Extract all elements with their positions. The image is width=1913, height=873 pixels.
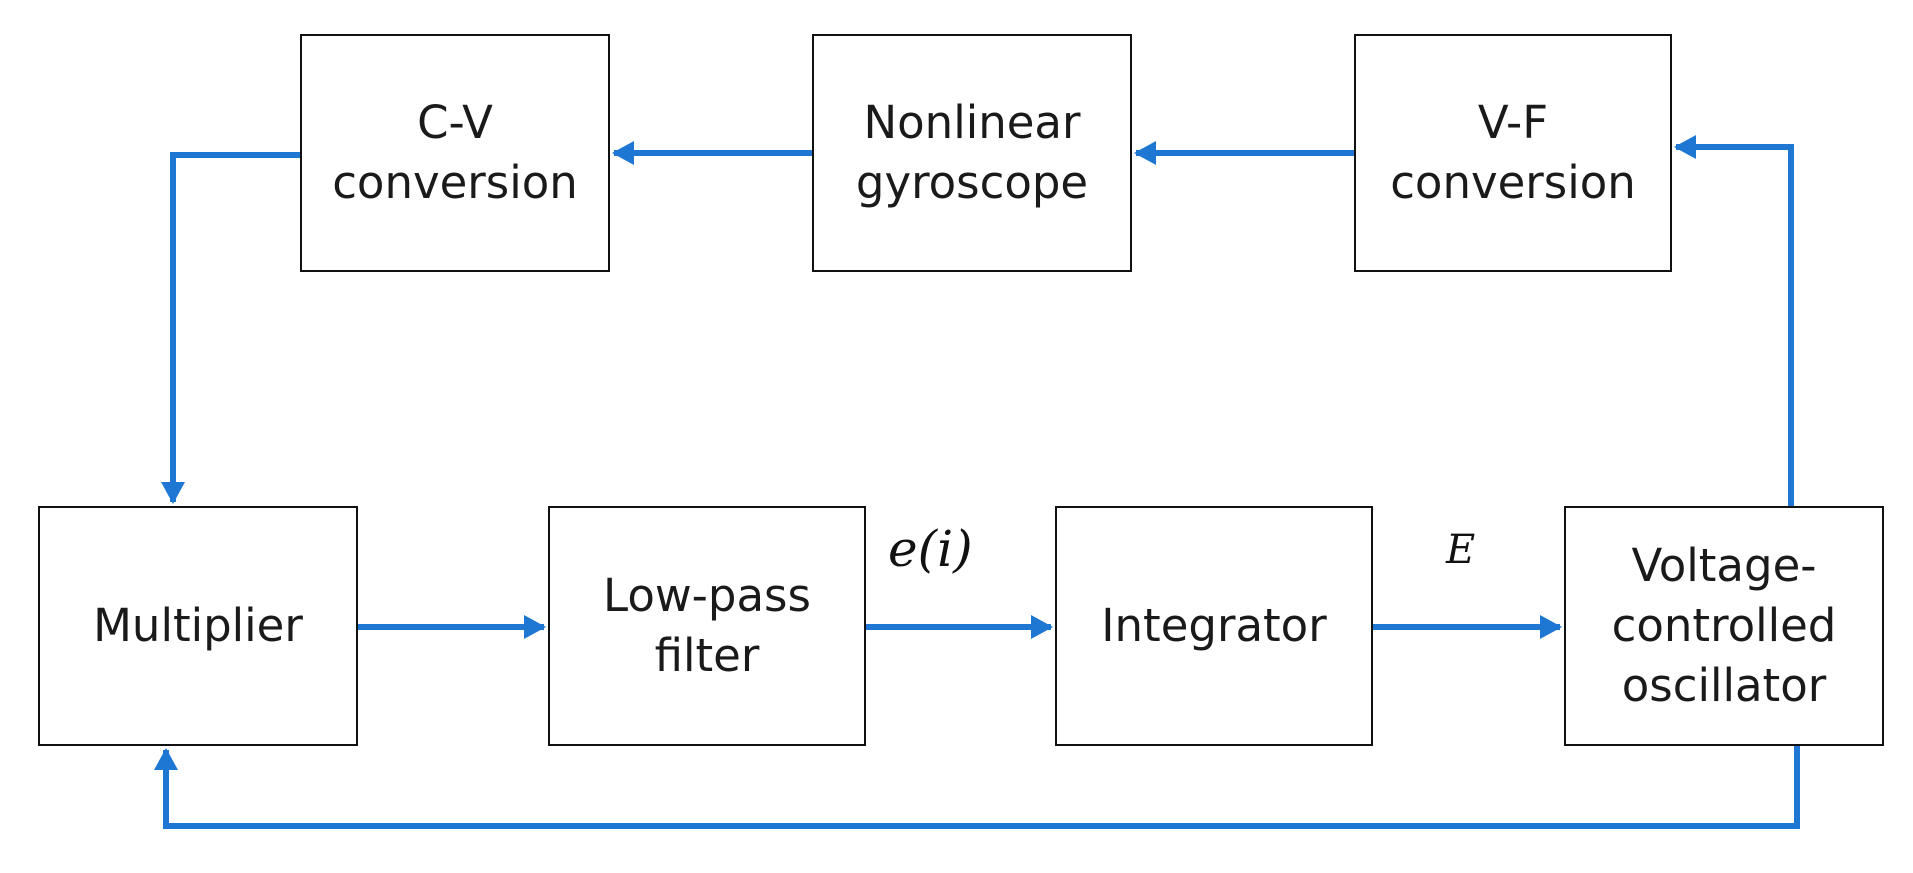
arrowhead-lpf-to-integrator <box>1031 615 1053 639</box>
signal-label-error: e(i) <box>888 520 973 578</box>
arrowhead-integrator-to-vco <box>1540 615 1562 639</box>
block-cv-conversion: C-V conversion <box>300 34 610 272</box>
block-label-multiplier: Multiplier <box>93 599 303 652</box>
arrowhead-gyroscope-to-cv <box>612 141 634 165</box>
block-integrator: Integrator <box>1055 506 1373 746</box>
block-nonlinear-gyroscope: Nonlinear gyroscope <box>812 34 1132 272</box>
signal-label-integrated: E <box>1446 527 1476 573</box>
block-label-integrator: Integrator <box>1101 599 1327 652</box>
arrow-cv-to-multiplier <box>170 152 300 502</box>
arrowhead-vf-to-gyroscope <box>1134 141 1156 165</box>
arrow-vco-to-vf <box>1676 144 1794 506</box>
block-label-low-pass-filter: Low-pass filter <box>603 569 811 682</box>
block-label-vf-conversion: V-F conversion <box>1390 96 1636 209</box>
block-vf-conversion: V-F conversion <box>1354 34 1672 272</box>
arrowhead-vco-to-vf <box>1674 135 1696 159</box>
block-label-voltage-controlled-oscillator: Voltage- controlled oscillator <box>1611 539 1837 712</box>
arrow-vco-to-multiplier <box>163 746 1800 829</box>
arrowhead-vco-to-multiplier <box>154 748 178 770</box>
block-low-pass-filter: Low-pass filter <box>548 506 866 746</box>
block-label-nonlinear-gyroscope: Nonlinear gyroscope <box>855 96 1089 209</box>
arrowhead-cv-to-multiplier <box>161 482 185 504</box>
block-voltage-controlled-oscillator: Voltage- controlled oscillator <box>1564 506 1884 746</box>
arrowhead-multiplier-to-lpf <box>524 615 546 639</box>
block-label-cv-conversion: C-V conversion <box>332 96 578 209</box>
block-multiplier: Multiplier <box>38 506 358 746</box>
